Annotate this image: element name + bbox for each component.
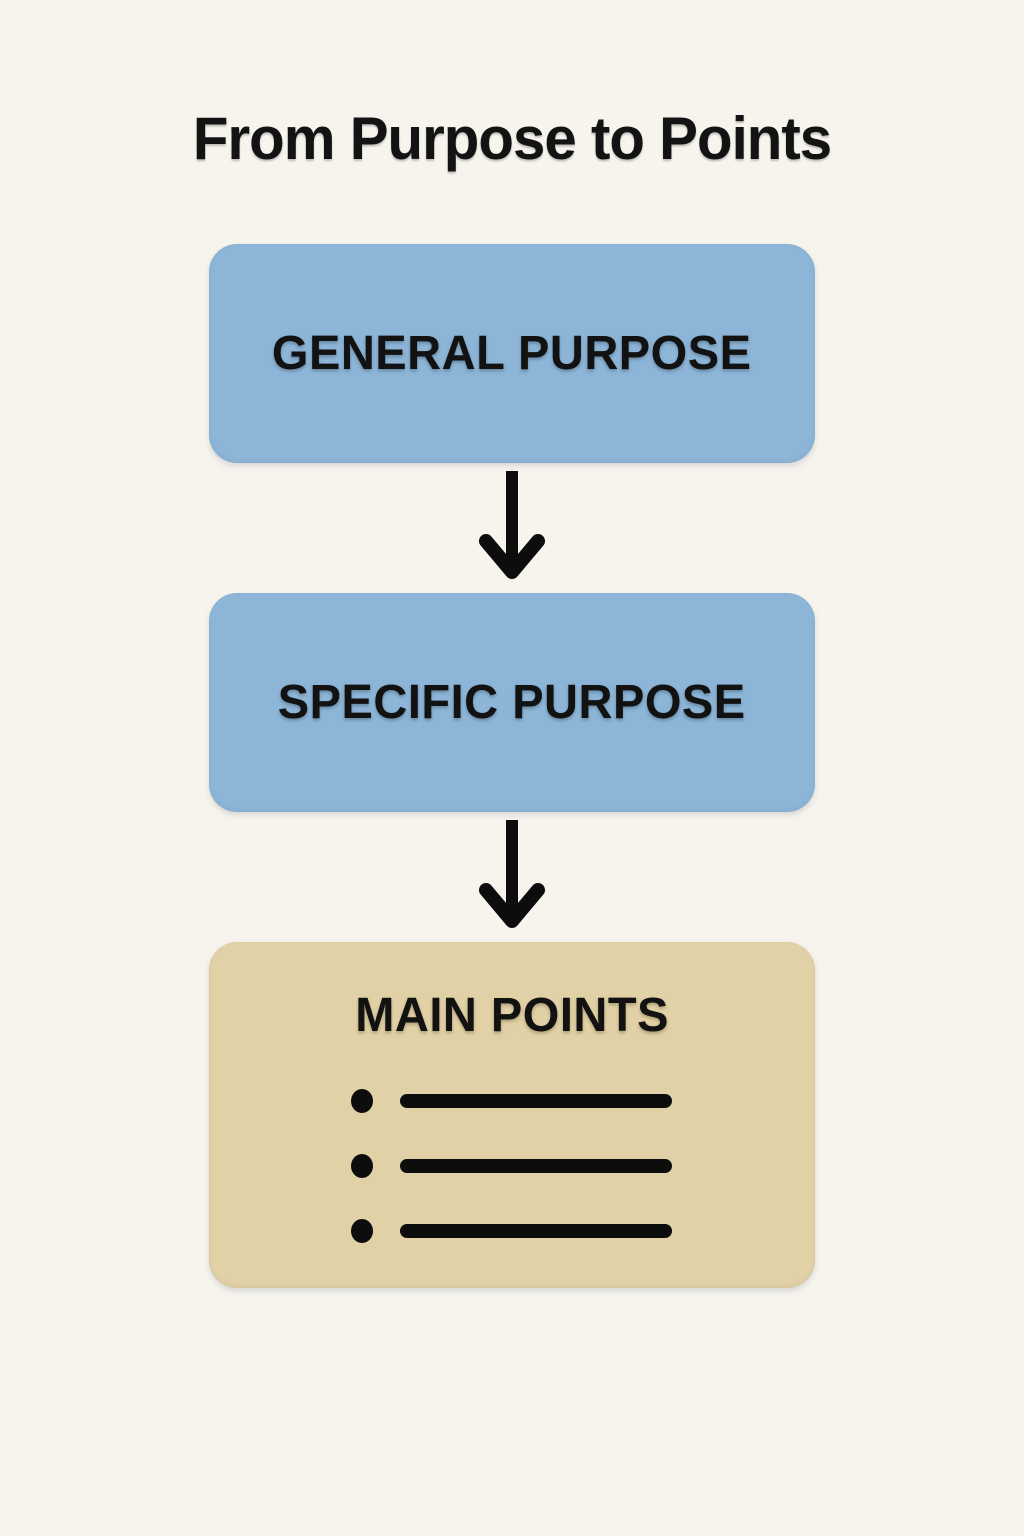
flow-box-main-points: MAIN POINTS [209, 942, 815, 1288]
page-title: From Purpose to Points [192, 105, 832, 172]
flow-box-label: SPECIFIC PURPOSE [278, 676, 746, 729]
list-item [351, 1154, 672, 1178]
bullet-list [351, 1089, 672, 1243]
flow-box-general-purpose: GENERAL PURPOSE [209, 244, 815, 463]
bullet-line-placeholder [400, 1224, 672, 1238]
flow-box-specific-purpose: SPECIFIC PURPOSE [209, 593, 815, 812]
flow-box-label: GENERAL PURPOSE [272, 327, 752, 380]
arrow-down-icon [479, 471, 545, 579]
bullet-line-placeholder [400, 1094, 672, 1108]
arrow-down-icon [479, 820, 545, 928]
list-item [351, 1219, 672, 1243]
flow-box-label: MAIN POINTS [355, 989, 669, 1042]
list-item [351, 1089, 672, 1113]
bullet-dot-icon [351, 1154, 373, 1178]
bullet-line-placeholder [400, 1159, 672, 1173]
bullet-dot-icon [351, 1089, 373, 1113]
bullet-dot-icon [351, 1219, 373, 1243]
